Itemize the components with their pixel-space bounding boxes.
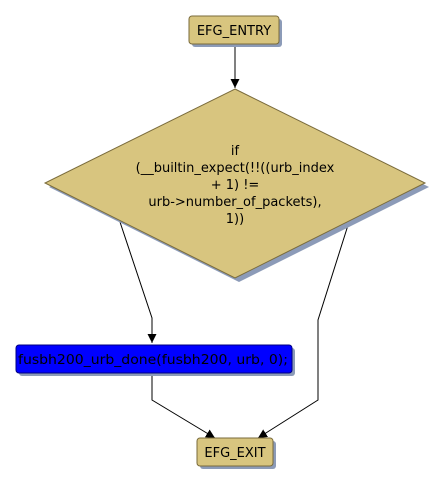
- condition-line-1: if: [231, 144, 240, 159]
- condition-line-5: 1)): [226, 212, 244, 227]
- edge-call-to-exit: [151, 375, 216, 439]
- entry-node-label: EFG_ENTRY: [197, 24, 271, 39]
- entry-node-box: [188, 15, 280, 45]
- call-node-label: fusbh200_urb_done(fusbh200, urb, 0);: [18, 353, 288, 368]
- condition-node-diamond: [43, 88, 427, 279]
- edge-condition-to-call: [119, 221, 157, 343]
- entry-node: EFG_ENTRY: [188, 15, 282, 47]
- exit-node-label: EFG_EXIT: [204, 446, 265, 461]
- condition-line-4: urb->number_of_packets),: [148, 195, 321, 210]
- edge-condition-to-exit: [257, 221, 350, 439]
- exit-node-box: [196, 437, 274, 467]
- condition-line-2: (__builtin_expect(!!((urb_index: [136, 161, 335, 176]
- exit-node: EFG_EXIT: [196, 437, 276, 469]
- condition-node: if (__builtin_expect(!!((urb_index + 1) …: [43, 88, 429, 282]
- edges: [119, 45, 350, 439]
- call-node: fusbh200_urb_done(fusbh200, urb, 0);: [15, 344, 295, 376]
- call-node-box: [15, 344, 293, 374]
- condition-line-3: + 1) !=: [211, 178, 260, 193]
